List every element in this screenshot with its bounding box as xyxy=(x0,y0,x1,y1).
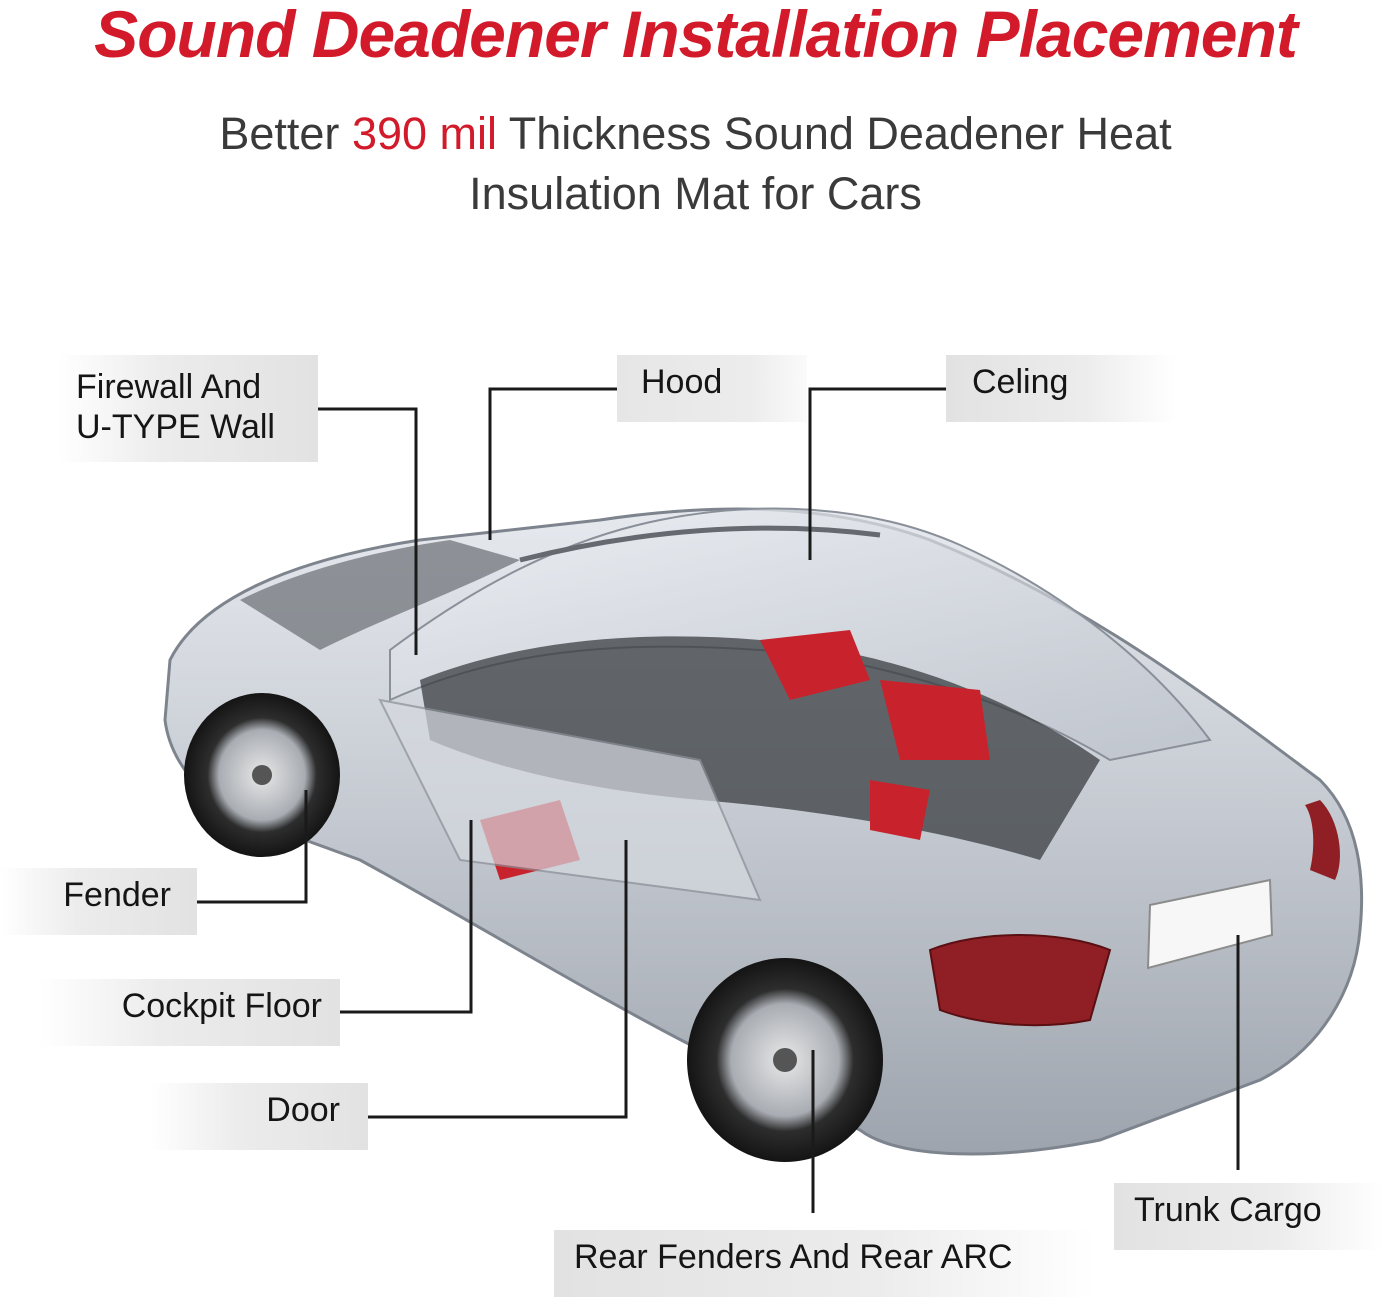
leader-fender xyxy=(197,790,308,904)
label-door: Door xyxy=(150,1083,368,1150)
leader-hood xyxy=(488,387,617,540)
leader-lines xyxy=(197,387,1240,1213)
label-hood: Hood xyxy=(617,355,807,422)
page-title: Sound Deadener Installation Placement xyxy=(94,0,1298,71)
label-firewall-line-2: U-TYPE Wall xyxy=(76,408,275,446)
label-cockpit-floor: Cockpit Floor xyxy=(40,979,340,1046)
front-wheel xyxy=(184,693,340,857)
subtitle-after: Thickness Sound Deadener Heat xyxy=(508,108,1172,159)
label-fender: Fender xyxy=(0,868,197,935)
label-rear-fenders: Rear Fenders And Rear ARC xyxy=(554,1230,1094,1297)
leader-firewall xyxy=(318,407,418,655)
leader-cockpit-floor xyxy=(340,820,473,1014)
subtitle-before: Better xyxy=(219,108,340,159)
rear-wheel xyxy=(687,958,883,1162)
label-ceiling: Celing xyxy=(946,355,1176,422)
label-trunk-cargo: Trunk Cargo xyxy=(1114,1183,1384,1250)
subtitle-line-1: Better 390 mil Thickness Sound Deadener … xyxy=(0,104,1391,164)
label-firewall: Firewall And U-TYPE Wall xyxy=(58,355,318,462)
leader-door xyxy=(368,840,628,1119)
car-body xyxy=(163,507,1364,1156)
subtitle-line-2: Insulation Mat for Cars xyxy=(469,168,922,219)
subtitle-accent: 390 mil xyxy=(351,108,498,159)
label-firewall-line-1: Firewall And xyxy=(76,368,262,406)
subtitle: Better 390 mil Thickness Sound Deadener … xyxy=(0,104,1391,224)
leader-ceiling xyxy=(808,387,946,560)
